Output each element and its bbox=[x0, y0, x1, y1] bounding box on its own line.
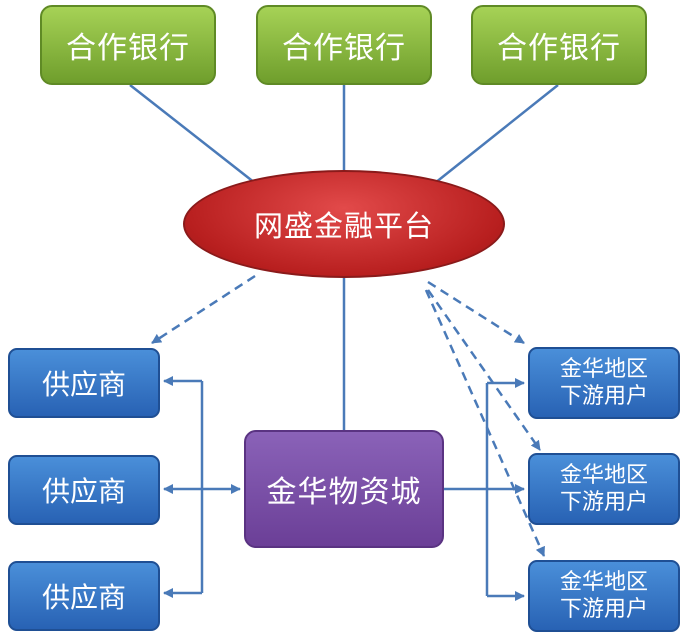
bank-node-2: 合作银行 bbox=[256, 5, 432, 85]
platform-user-dashed-arrow-3 bbox=[424, 289, 546, 557]
user-node-2-line1: 金华地区 bbox=[559, 462, 648, 488]
platform-supplier-dashed-arrow bbox=[151, 274, 256, 345]
user-node-1-line2: 下游用户 bbox=[559, 384, 648, 409]
supplier-node-2: 供应商 bbox=[8, 455, 160, 525]
bank-platform-line bbox=[129, 84, 256, 184]
bank-platform-line bbox=[434, 84, 559, 184]
user-node-3-line2: 下游用户 bbox=[559, 597, 648, 622]
platform-node: 网盛金融平台 bbox=[183, 170, 505, 278]
mall-node: 金华物资城 bbox=[244, 430, 444, 548]
user-node-1: 金华地区 下游用户 bbox=[528, 347, 680, 419]
user-node-3-line1: 金华地区 bbox=[559, 569, 648, 595]
supplier-node-1: 供应商 bbox=[8, 348, 160, 418]
user-node-1-line1: 金华地区 bbox=[559, 356, 648, 382]
user-node-2: 金华地区 下游用户 bbox=[528, 453, 680, 525]
user-node-3: 金华地区 下游用户 bbox=[528, 560, 680, 632]
platform-user-dashed-arrow-2 bbox=[426, 289, 542, 451]
supplier-node-3: 供应商 bbox=[8, 561, 160, 631]
bank-node-1: 合作银行 bbox=[40, 5, 216, 85]
platform-user-dashed-arrow-1 bbox=[427, 280, 525, 345]
user-node-2-line2: 下游用户 bbox=[559, 490, 648, 515]
bank-node-3: 合作银行 bbox=[471, 5, 647, 85]
